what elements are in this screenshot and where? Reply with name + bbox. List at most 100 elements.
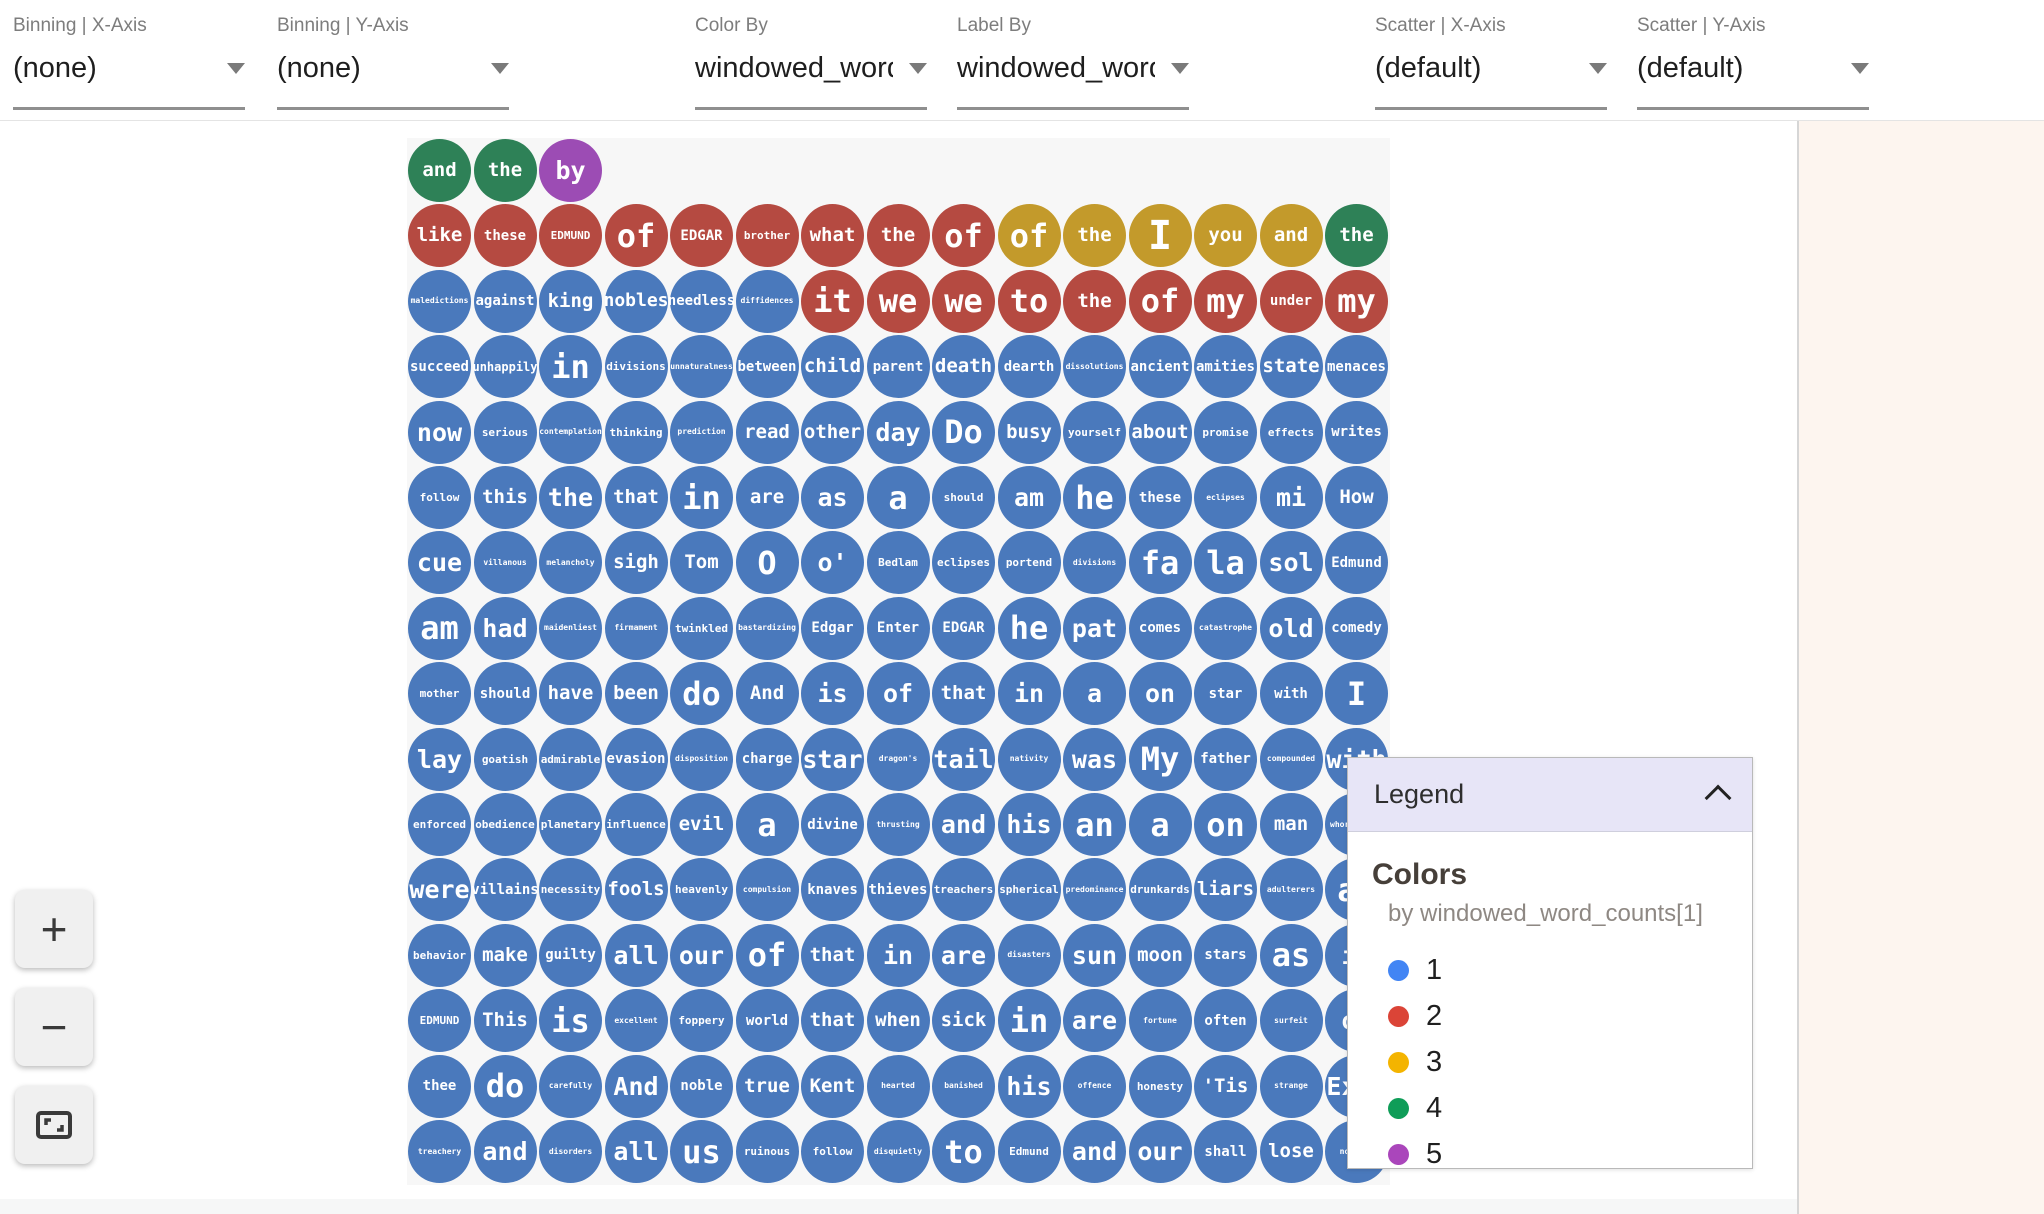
dropdown-value[interactable]: (none) <box>13 52 97 84</box>
word-bubble[interactable]: should <box>473 662 537 726</box>
word-bubble[interactable]: portend <box>997 531 1061 595</box>
chevron-down-icon[interactable] <box>1851 63 1869 74</box>
dropdown-value[interactable]: windowed_word_c <box>695 52 893 84</box>
word-bubble[interactable]: Edgar <box>801 596 864 660</box>
word-bubble[interactable]: when <box>866 989 930 1053</box>
word-bubble[interactable]: what <box>801 204 864 268</box>
word-bubble[interactable]: shall <box>1194 1120 1257 1183</box>
word-bubble[interactable]: this <box>473 466 537 529</box>
word-bubble[interactable]: been <box>604 662 668 726</box>
word-bubble[interactable]: are <box>932 923 995 987</box>
word-bubble[interactable]: lay <box>408 727 471 791</box>
word-bubble[interactable]: disquietly <box>866 1120 930 1183</box>
word-bubble[interactable]: of <box>604 204 668 268</box>
word-bubble[interactable]: dragon's <box>866 727 930 791</box>
word-bubble[interactable]: la <box>1194 531 1257 595</box>
word-bubble[interactable]: parent <box>866 335 930 399</box>
word-bubble[interactable]: he <box>997 596 1061 660</box>
word-bubble[interactable]: Edmund <box>997 1120 1061 1183</box>
word-bubble[interactable]: you <box>1194 204 1257 268</box>
word-bubble[interactable]: star <box>1194 662 1257 726</box>
dropdown-scatter-x-axis[interactable]: Scatter | X-Axis(default) <box>1375 14 1607 110</box>
legend-item[interactable]: 1 <box>1388 948 1728 993</box>
word-bubble[interactable]: foppery <box>670 989 733 1053</box>
word-bubble[interactable]: of <box>735 923 799 987</box>
word-bubble[interactable]: a <box>1128 793 1192 856</box>
word-bubble[interactable]: am <box>408 596 471 660</box>
word-bubble[interactable]: make <box>473 923 537 987</box>
word-bubble[interactable]: o' <box>801 531 864 595</box>
word-bubble[interactable]: the <box>1063 269 1126 333</box>
word-bubble[interactable]: of <box>997 204 1061 268</box>
word-bubble[interactable]: contemplation <box>539 400 602 464</box>
word-bubble[interactable]: diffidences <box>735 269 799 333</box>
zoom-out-button[interactable]: − <box>15 988 93 1066</box>
word-bubble[interactable]: mi <box>1259 466 1323 529</box>
word-bubble[interactable]: catastrophe <box>1194 596 1257 660</box>
word-bubble[interactable]: am <box>997 466 1061 529</box>
word-bubble[interactable]: pat <box>1063 596 1126 660</box>
word-bubble[interactable]: these <box>473 204 537 268</box>
word-bubble[interactable]: with <box>1259 662 1323 726</box>
word-bubble[interactable]: moon <box>1128 923 1192 987</box>
word-bubble[interactable]: treachers <box>932 858 995 922</box>
legend-item[interactable]: 4 <box>1388 1086 1728 1131</box>
word-bubble[interactable]: villains <box>471 858 539 922</box>
word-bubble[interactable]: dearth <box>997 335 1061 399</box>
word-bubble[interactable]: Do <box>932 400 995 464</box>
word-bubble[interactable]: old <box>1259 596 1323 660</box>
word-bubble[interactable]: had <box>473 596 537 660</box>
dropdown-binning-y-axis[interactable]: Binning | Y-Axis(none) <box>277 14 509 110</box>
word-bubble[interactable]: maledictions <box>408 269 471 333</box>
word-bubble[interactable]: fa <box>1128 531 1192 595</box>
word-bubble[interactable]: we <box>932 269 995 333</box>
word-bubble[interactable]: we <box>866 269 930 333</box>
word-bubble[interactable]: my <box>1325 269 1388 333</box>
word-bubble[interactable]: amities <box>1194 335 1257 399</box>
word-bubble[interactable]: villanous <box>473 531 537 595</box>
word-bubble[interactable]: enforced <box>408 793 471 856</box>
word-bubble[interactable]: fools <box>604 858 668 922</box>
word-bubble[interactable]: divisions <box>1063 531 1126 595</box>
word-bubble[interactable]: mother <box>408 662 471 726</box>
word-bubble[interactable]: planetary <box>539 793 602 856</box>
word-bubble[interactable]: against <box>473 269 537 333</box>
word-bubble[interactable]: EDMUND <box>539 204 602 268</box>
word-bubble[interactable]: our <box>1128 1120 1192 1183</box>
word-bubble[interactable]: drunkards <box>1128 858 1192 922</box>
word-bubble[interactable]: influence <box>604 793 668 856</box>
word-bubble[interactable]: I <box>1128 204 1192 268</box>
word-bubble[interactable]: dissolutions <box>1063 335 1126 399</box>
word-bubble[interactable]: eclipses <box>1194 466 1257 529</box>
word-bubble[interactable]: about <box>1128 400 1192 464</box>
word-bubble[interactable]: do <box>473 1054 537 1118</box>
legend-header[interactable]: Legend <box>1348 758 1752 832</box>
dropdown-binning-x-axis[interactable]: Binning | X-Axis(none) <box>13 14 245 110</box>
word-bubble[interactable]: and <box>473 1120 537 1183</box>
word-bubble[interactable]: my <box>1194 269 1257 333</box>
legend-item[interactable]: 3 <box>1388 1040 1728 1085</box>
legend-item[interactable]: 2 <box>1388 994 1728 1039</box>
word-bubble[interactable]: maidenliest <box>539 596 602 660</box>
word-bubble[interactable]: were <box>408 858 471 922</box>
word-bubble[interactable]: compulsion <box>735 858 799 922</box>
word-bubble[interactable]: thieves <box>866 858 930 922</box>
word-bubble[interactable]: it <box>801 269 864 333</box>
word-bubble[interactable]: all <box>604 923 668 987</box>
word-bubble[interactable]: cue <box>408 531 471 595</box>
dropdown-scatter-y-axis[interactable]: Scatter | Y-Axis(default) <box>1637 14 1869 110</box>
word-bubble[interactable]: unnaturalness <box>670 335 733 399</box>
word-bubble[interactable]: Edmund <box>1325 531 1388 595</box>
chevron-down-icon[interactable] <box>1171 63 1189 74</box>
word-bubble[interactable]: in <box>997 989 1061 1053</box>
word-bubble[interactable]: of <box>1128 269 1192 333</box>
word-bubble[interactable]: are <box>1063 989 1126 1053</box>
word-bubble[interactable]: twinkled <box>670 596 733 660</box>
chevron-down-icon[interactable] <box>909 63 927 74</box>
word-bubble[interactable]: other <box>801 400 864 464</box>
chevron-down-icon[interactable] <box>1589 63 1607 74</box>
dropdown-value[interactable]: (default) <box>1375 52 1482 84</box>
word-bubble[interactable]: busy <box>997 400 1061 464</box>
word-bubble[interactable]: spherical <box>997 858 1061 922</box>
